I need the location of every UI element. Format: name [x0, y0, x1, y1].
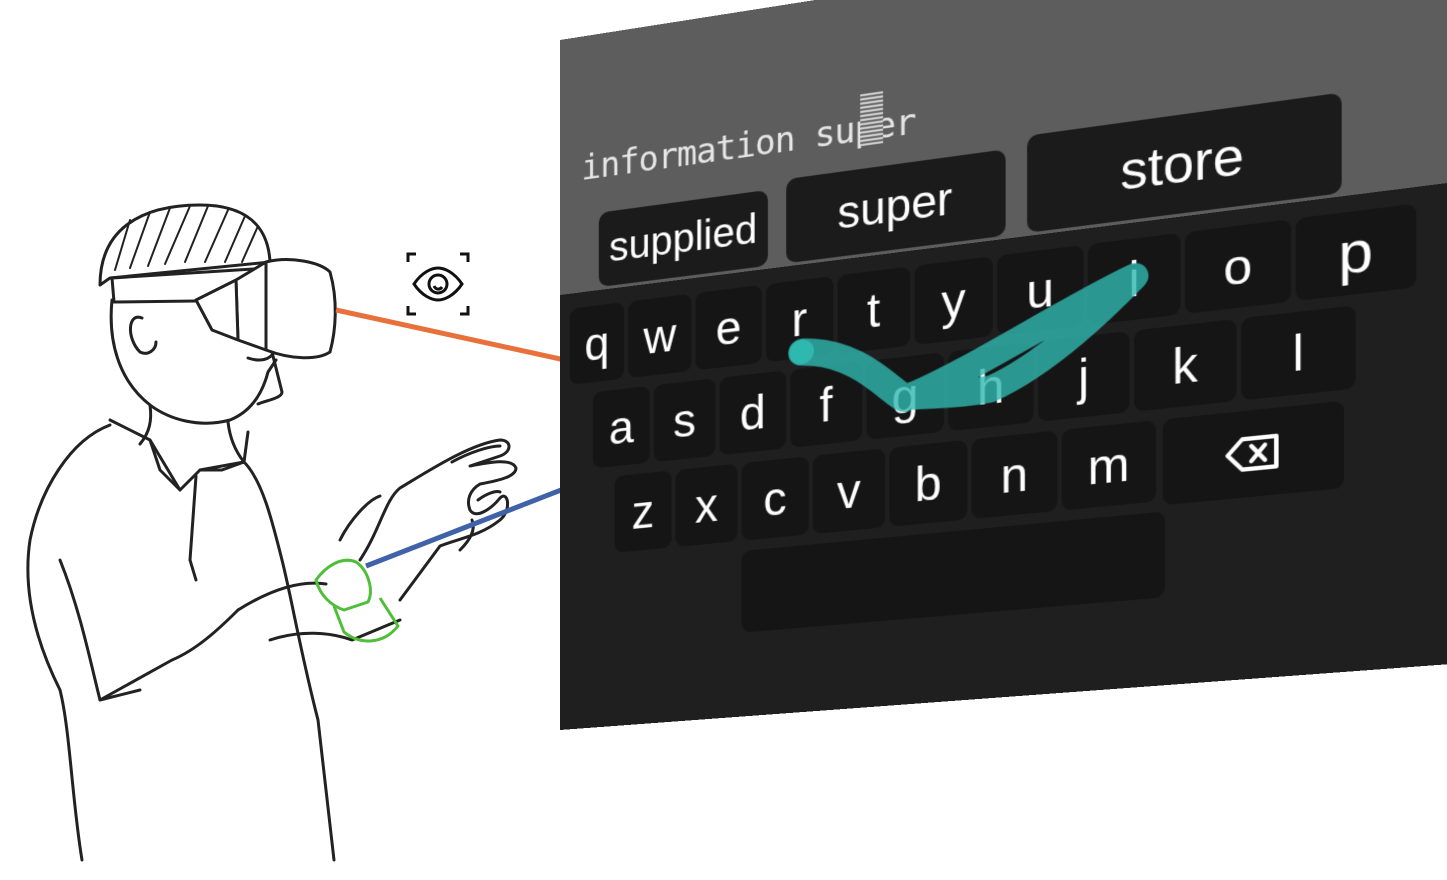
key-t[interactable]: t [837, 266, 911, 355]
key-r[interactable]: r [765, 275, 834, 363]
key-j[interactable]: j [1037, 331, 1130, 422]
backspace-icon [1224, 431, 1281, 476]
key-l[interactable]: l [1241, 305, 1356, 401]
key-n[interactable]: n [971, 430, 1058, 520]
key-b[interactable]: b [889, 439, 968, 527]
key-a[interactable]: a [592, 385, 650, 469]
key-x[interactable]: x [675, 463, 738, 548]
key-c[interactable]: c [741, 456, 809, 541]
suggestion-super[interactable]: super [786, 149, 1006, 264]
hair [98, 203, 272, 287]
key-z[interactable]: z [614, 470, 672, 553]
eye-icon [406, 252, 470, 316]
key-s[interactable]: s [653, 378, 716, 463]
key-o[interactable]: o [1185, 219, 1292, 314]
key-d[interactable]: d [719, 370, 787, 456]
key-e[interactable]: e [695, 284, 762, 371]
face [109, 298, 278, 425]
virtual-keyboard-panel: information super supplied super store q… [560, 0, 1447, 731]
key-u[interactable]: u [997, 244, 1084, 336]
key-h[interactable]: h [948, 341, 1034, 432]
suggestion-store[interactable]: store [1027, 92, 1342, 233]
wrist-tracker [314, 558, 372, 612]
key-k[interactable]: k [1133, 318, 1237, 412]
key-m[interactable]: m [1061, 420, 1157, 511]
vr-headset [264, 258, 337, 360]
text-caret [860, 91, 884, 147]
key-y[interactable]: y [914, 256, 993, 346]
key-g[interactable]: g [866, 352, 944, 440]
key-v[interactable]: v [812, 448, 886, 535]
key-w[interactable]: w [628, 293, 692, 379]
key-q[interactable]: q [569, 302, 625, 385]
key-p[interactable]: p [1295, 203, 1417, 302]
hand [358, 438, 518, 602]
backspace-key[interactable] [1162, 400, 1345, 506]
suggestion-supplied[interactable]: supplied [598, 189, 768, 288]
key-f[interactable]: f [790, 361, 863, 448]
key-i[interactable]: i [1087, 232, 1181, 326]
